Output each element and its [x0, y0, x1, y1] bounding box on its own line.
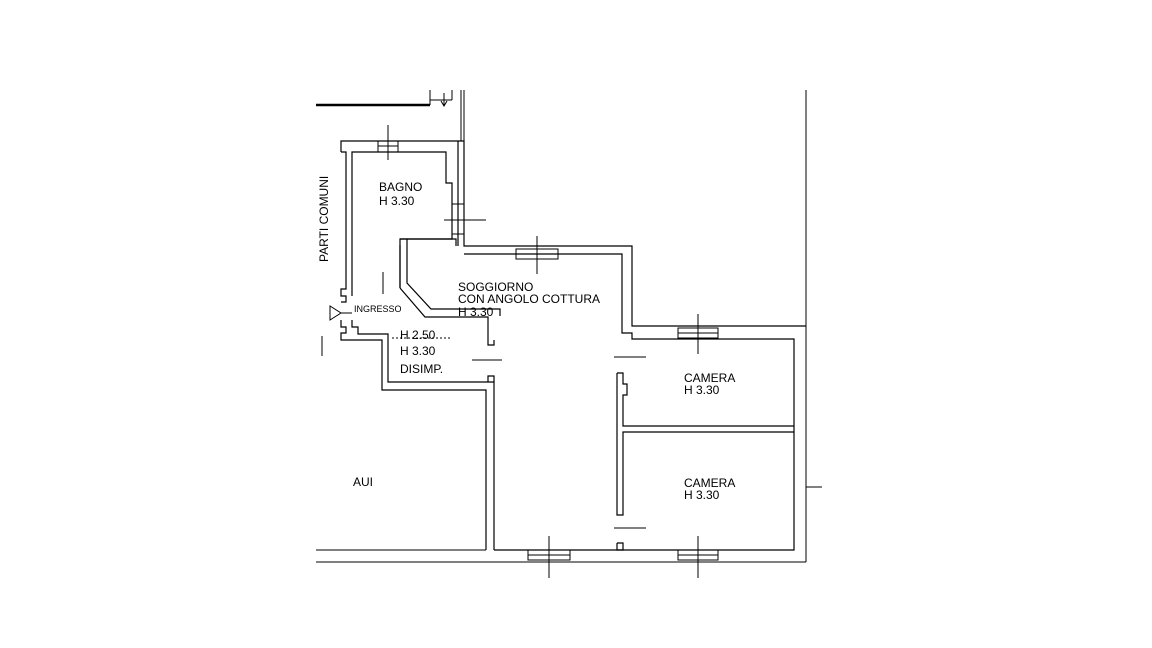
disimpegno-height: H 3.30 — [400, 344, 436, 358]
camera-2-name: CAMERA — [684, 476, 735, 490]
aui-label: AUI — [353, 475, 373, 489]
window-camera-top — [677, 314, 719, 354]
camera-1-height: H 3.30 — [684, 383, 720, 397]
entrance-arrow-icon — [329, 305, 352, 321]
windows — [377, 125, 719, 578]
camera-2-height: H 3.30 — [684, 488, 720, 502]
window-bottom-left — [527, 536, 571, 578]
window-bagno-side — [444, 203, 486, 235]
disimpegno-name: DISIMP. — [400, 362, 443, 376]
room-labels: PARTI COMUNI BAGNO H 3.30 SOGGIORNO CON … — [317, 176, 735, 502]
window-bottom-right — [677, 536, 719, 578]
parti-comuni-label: PARTI COMUNI — [317, 176, 331, 262]
window-soggiorno-top — [515, 236, 559, 274]
soggiorno-name-line2: CON ANGOLO COTTURA — [458, 292, 600, 306]
disimpegno-height-low: H 2.50 — [400, 328, 436, 342]
bagno-name: BAGNO — [379, 180, 422, 194]
window-bagno-top — [377, 125, 399, 160]
camera-1-name: CAMERA — [684, 371, 735, 385]
bagno-height: H 3.30 — [379, 194, 415, 208]
walls — [340, 140, 806, 551]
soggiorno-name-line1: SOGGIORNO — [458, 280, 533, 294]
ingresso-label: INGRESSO — [354, 304, 402, 314]
soggiorno-height: H 3.30 — [458, 305, 494, 319]
